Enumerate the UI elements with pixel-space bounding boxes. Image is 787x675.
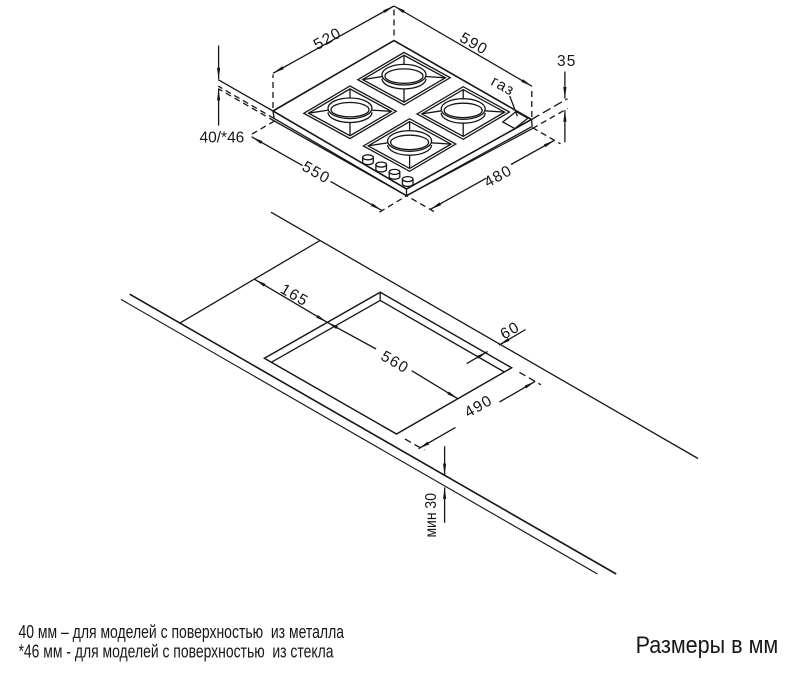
svg-text:Размеры в мм: Размеры в мм: [636, 632, 779, 659]
svg-text:40/*46: 40/*46: [199, 130, 244, 147]
svg-text:мин 30: мин 30: [423, 493, 440, 538]
svg-text:35: 35: [557, 53, 577, 70]
svg-text:40 мм – для моделей с поверхно: 40 мм – для моделей с поверхностью из ме…: [19, 622, 345, 642]
svg-text:*46 мм - для моделей с поверхн: *46 мм - для моделей с поверхностью из с…: [19, 642, 335, 662]
